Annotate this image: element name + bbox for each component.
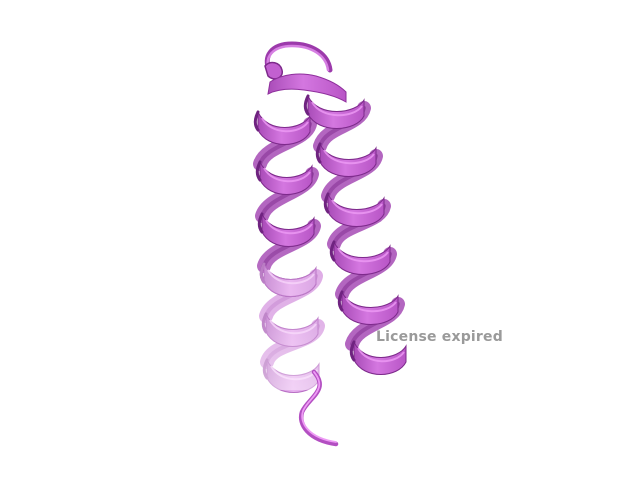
right-helix-edge <box>349 340 356 362</box>
top-loop <box>264 41 347 103</box>
right-helix-edge <box>315 142 322 164</box>
c-terminal-tail <box>298 369 339 447</box>
license-watermark: License expired <box>376 329 503 345</box>
left-helix-front-band <box>257 111 311 145</box>
left-helix-highlight <box>261 117 309 133</box>
left-helix-highlight <box>263 167 311 183</box>
right-helix-front-band <box>333 241 391 275</box>
left-helix-highlight <box>265 219 313 235</box>
left-helix-edge <box>255 160 262 182</box>
right-helix-edge <box>337 290 344 312</box>
right-helix-front <box>303 94 407 375</box>
right-helix-highlight <box>311 101 363 117</box>
left-helix-front-band <box>259 161 313 195</box>
right-helix-highlight <box>323 149 375 165</box>
depth-fade <box>250 240 330 390</box>
right-helix-edge <box>303 94 310 116</box>
right-helix-highlight <box>345 297 397 313</box>
right-helix-edge <box>329 240 336 262</box>
right-helix-front-band <box>327 193 385 227</box>
right-helix-front-band <box>307 95 365 129</box>
left-helix-edge <box>253 110 260 132</box>
right-helix-front-band <box>353 341 407 375</box>
right-helix-highlight <box>357 347 405 363</box>
right-helix-highlight <box>337 247 389 263</box>
left-helix-front <box>250 110 330 393</box>
left-helix-edge <box>257 212 264 234</box>
right-helix-front-band <box>319 143 377 177</box>
right-helix-edge <box>323 192 330 214</box>
right-helix-front-band <box>341 291 399 325</box>
right-helix-highlight <box>331 199 383 215</box>
